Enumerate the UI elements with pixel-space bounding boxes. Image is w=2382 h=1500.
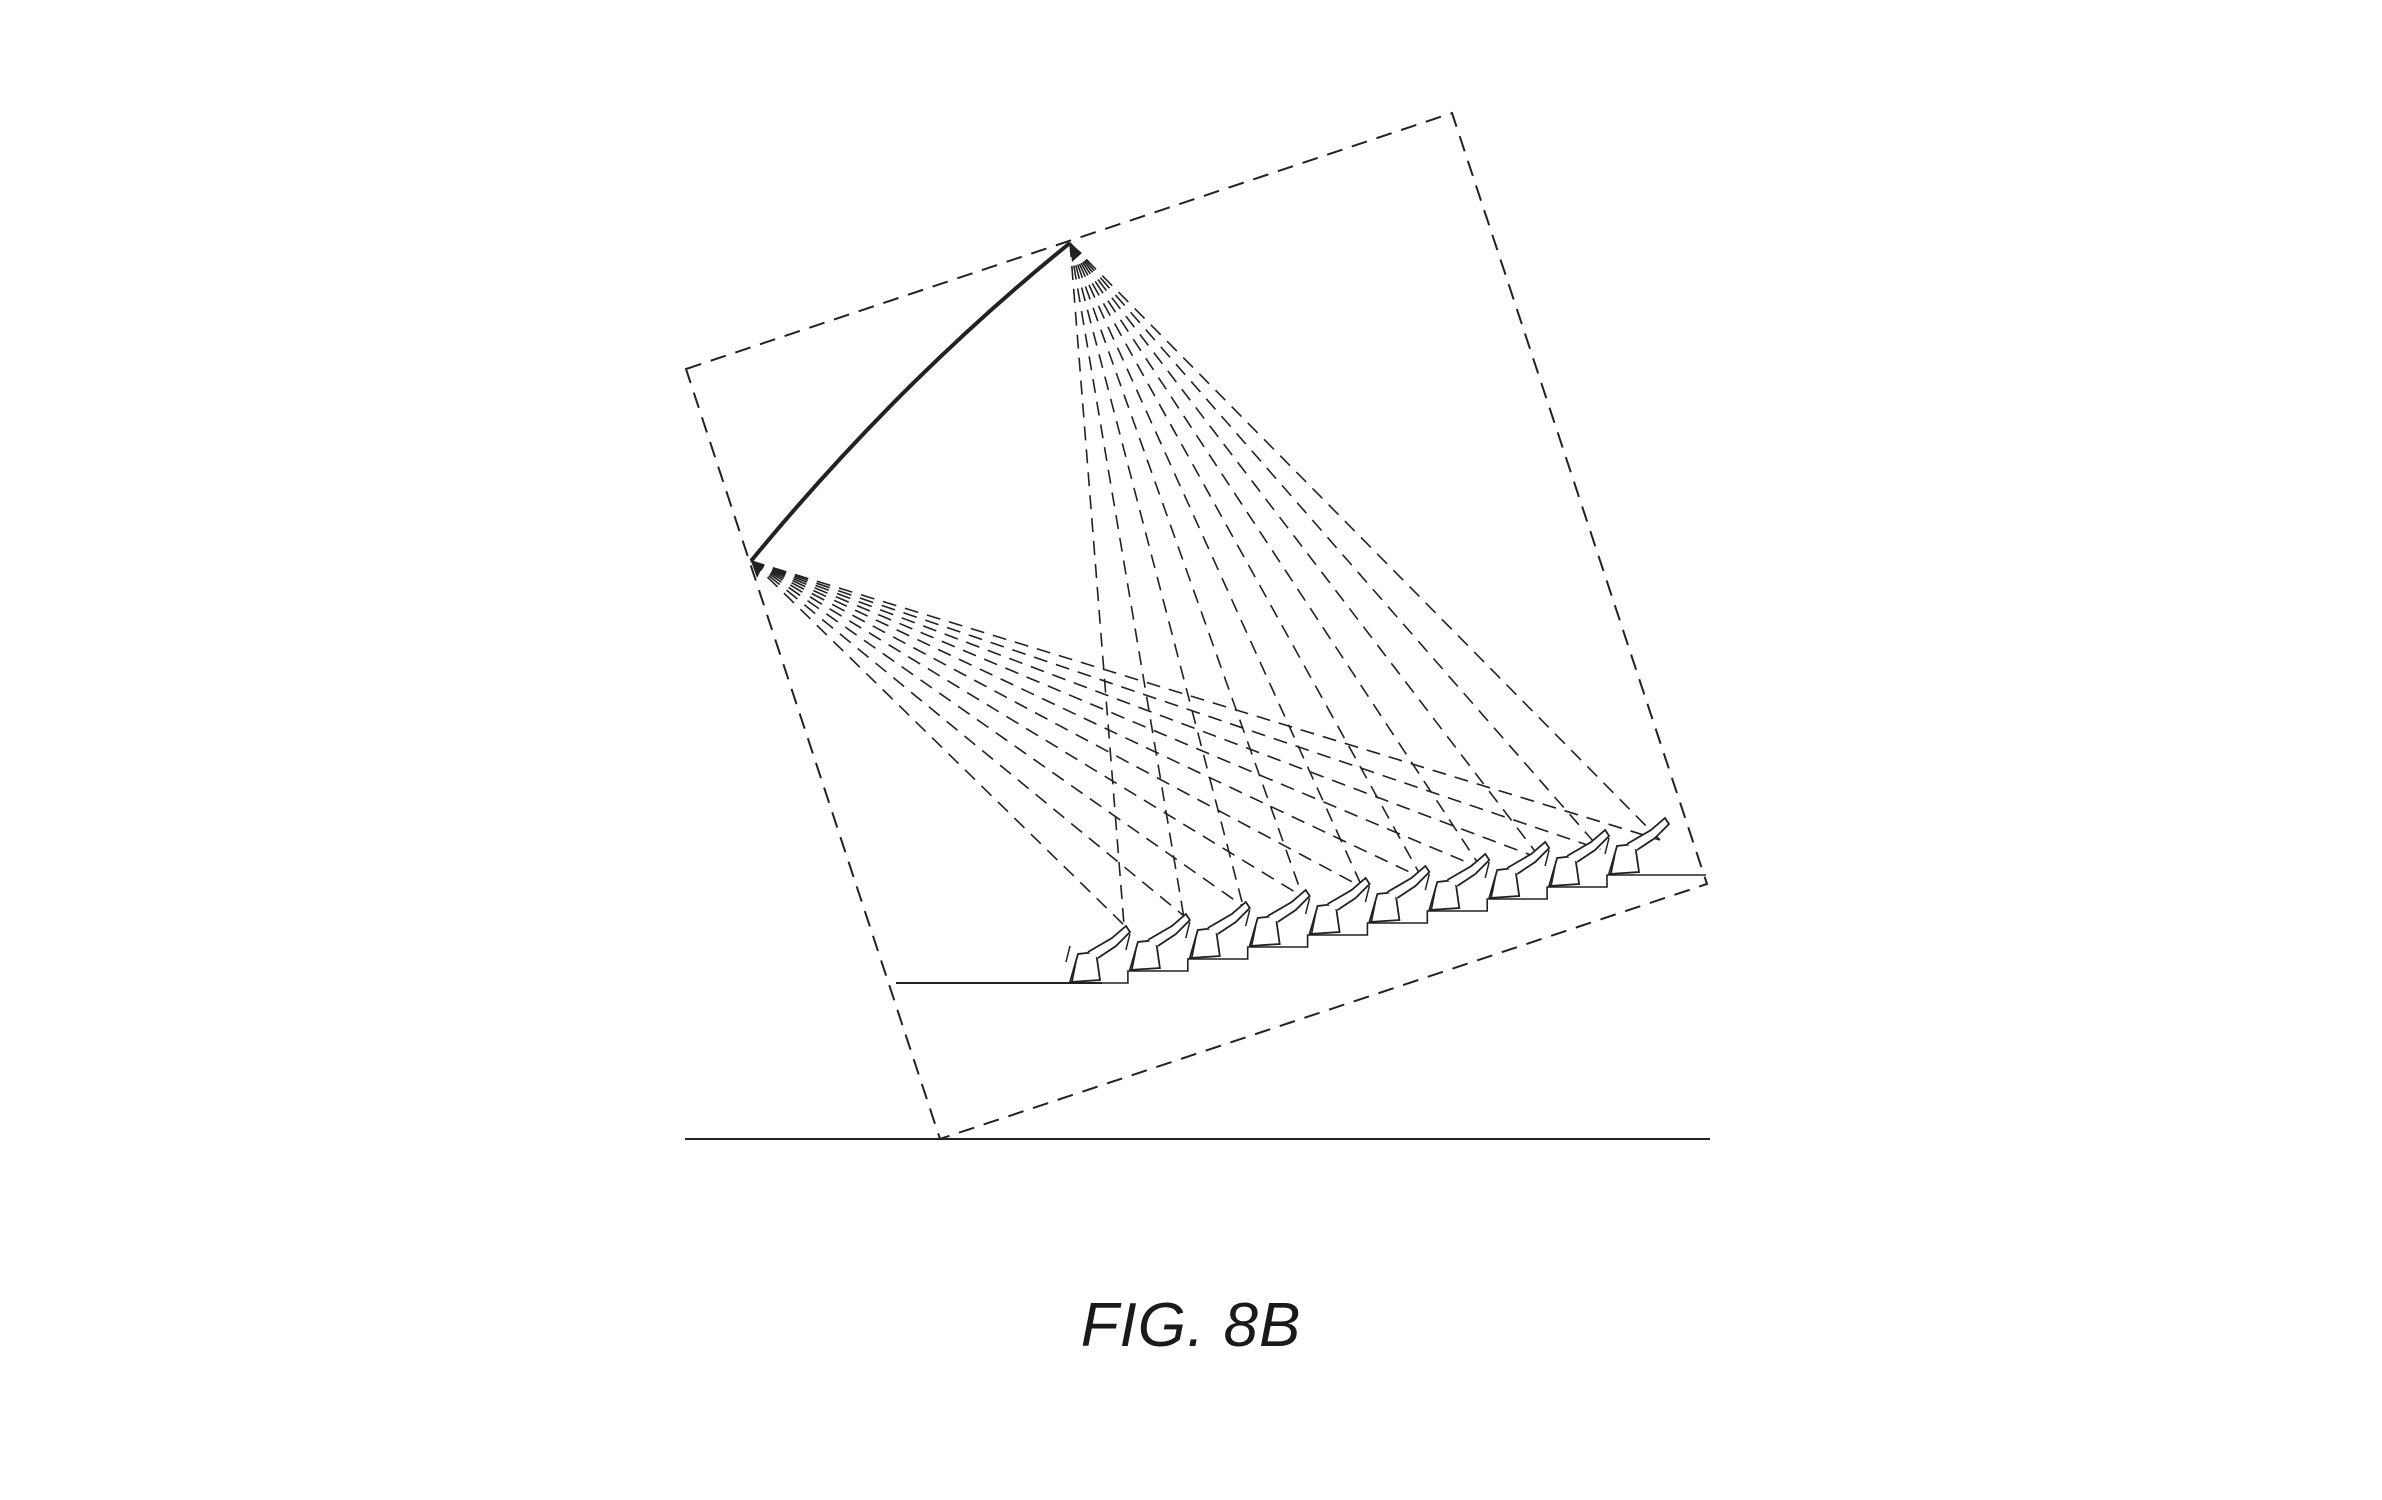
- seat-backrest: [1148, 914, 1190, 946]
- beam-low-1: [751, 561, 1124, 925]
- beam-low-8: [751, 561, 1541, 859]
- beam-top-7: [1070, 243, 1481, 868]
- projection-beams: [751, 243, 1660, 925]
- figure-caption: FIG. 8B: [0, 1290, 2382, 1361]
- stadium-seating: [1066, 818, 1706, 983]
- seat-backrest: [1447, 854, 1489, 886]
- projectors: [751, 243, 1082, 578]
- seat-7: [1425, 854, 1489, 910]
- tilted-dashed-frame: [686, 113, 1707, 1139]
- beam-top-6: [1070, 243, 1422, 878]
- beam-low-6: [751, 561, 1422, 878]
- beam-low-3: [751, 561, 1243, 906]
- seat-9: [1545, 830, 1609, 886]
- floor-lines: [685, 983, 1710, 1139]
- seat-backrest: [1208, 902, 1250, 934]
- seat-backrest: [1088, 926, 1130, 958]
- beam-low-4: [751, 561, 1303, 897]
- seat-8: [1485, 842, 1549, 898]
- beam-top-10: [1070, 243, 1660, 840]
- seat-backrest: [1328, 878, 1370, 910]
- seat-6: [1365, 866, 1429, 922]
- beam-low-10: [751, 561, 1660, 840]
- seat-backrest: [1627, 818, 1669, 850]
- beam-top-5: [1070, 243, 1362, 887]
- beam-top-8: [1070, 243, 1541, 859]
- beam-low-5: [751, 561, 1362, 887]
- curved-screen: [751, 243, 1070, 561]
- beam-top-4: [1070, 243, 1303, 897]
- seat-1: [1066, 926, 1130, 982]
- projector-top: [1070, 243, 1082, 262]
- beam-top-9: [1070, 243, 1600, 849]
- seat-5: [1306, 878, 1370, 934]
- beam-low-2: [751, 561, 1184, 916]
- beam-low-9: [751, 561, 1600, 849]
- seat-2: [1126, 914, 1190, 970]
- screen-curve: [751, 243, 1070, 561]
- frame-outline: [686, 113, 1707, 1139]
- seat-backrest: [1507, 842, 1549, 874]
- seat-3: [1186, 902, 1250, 958]
- seat-4: [1246, 890, 1310, 946]
- seat-backrest: [1268, 890, 1310, 922]
